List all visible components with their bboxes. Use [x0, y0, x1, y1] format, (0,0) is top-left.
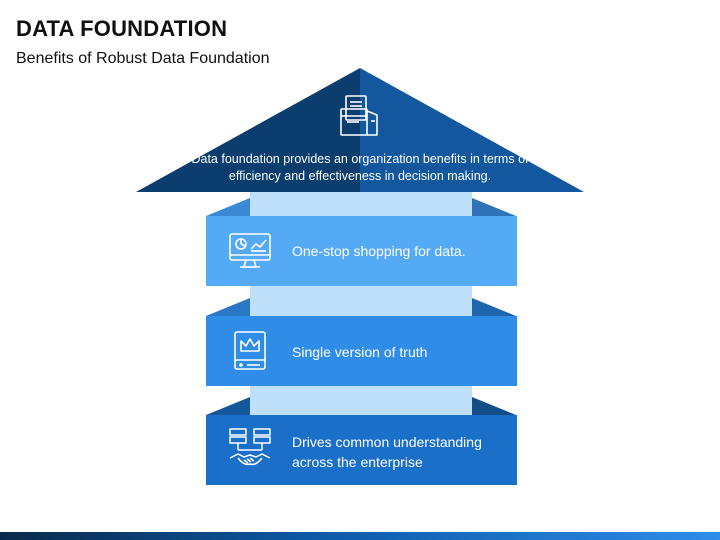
level-2-text: Single version of truth	[292, 344, 428, 360]
band-2-left-flap	[206, 298, 250, 316]
page-title: DATA FOUNDATION	[16, 16, 228, 41]
bottom-accent-bar	[0, 532, 720, 540]
roof-right-half	[360, 68, 584, 192]
level-3-text: Drives common understanding across the e…	[292, 434, 482, 470]
band-1-left-flap	[206, 198, 250, 216]
documents-folder-icon	[340, 95, 378, 136]
monitor-dashboard-icon	[229, 233, 271, 268]
band-3-left-flap	[206, 397, 250, 415]
crown-drive-icon	[234, 331, 266, 370]
page-subtitle: Benefits of Robust Data Foundation	[16, 50, 270, 67]
band-3-right-flap	[472, 397, 516, 415]
servers-handshake-icon	[229, 428, 271, 466]
band-2-right-flap	[472, 298, 516, 316]
roof-description: Data foundation provides an organization…	[191, 152, 529, 183]
roof-left-half	[136, 68, 360, 192]
band-1-right-flap	[472, 198, 516, 216]
level-1-text: One-stop shopping for data.	[292, 243, 466, 259]
